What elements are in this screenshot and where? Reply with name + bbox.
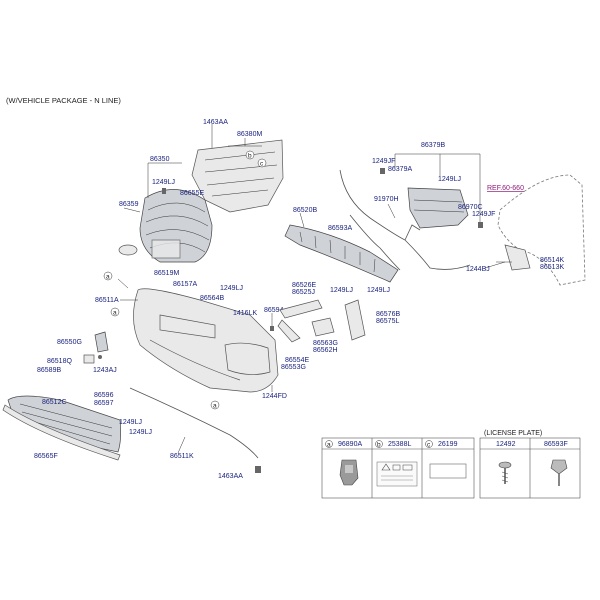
grille-cover-86380M xyxy=(191,124,284,213)
label-1463AA-bot: 1463AA xyxy=(218,473,243,480)
svg-text:c: c xyxy=(260,161,264,168)
label-1249JF-b: 1249JF xyxy=(472,211,495,218)
svg-text:b: b xyxy=(377,442,381,449)
label-86518Q: 86518Q xyxy=(47,358,72,365)
label-86594: 86594 xyxy=(264,307,284,314)
label-86597: 86597 xyxy=(94,400,114,407)
label-1249LJ-d: 1249LJ xyxy=(129,429,152,436)
label-86511K: 86511K xyxy=(170,453,194,460)
label-86565F: 86565F xyxy=(34,453,58,460)
label-86554E: 86554E xyxy=(285,357,309,364)
label-1249LJ-b: 1249LJ xyxy=(220,285,243,292)
label-86157A: 86157A xyxy=(173,281,197,288)
license-plate-title: (LICENSE PLATE) xyxy=(484,430,542,437)
label-86525J: 86525J xyxy=(292,289,315,296)
lower-grille-86512C xyxy=(2,395,122,461)
legend-part-26199: 26199 xyxy=(438,441,458,448)
label-1416LK: 1416LK xyxy=(233,310,257,317)
label-86564B: 86564B xyxy=(200,295,224,302)
svg-text:a: a xyxy=(106,274,110,281)
clip-1249LJ-a xyxy=(162,188,166,194)
tape-26199-icon xyxy=(429,463,467,479)
label-86514K: 86514K xyxy=(540,257,564,264)
label-86563G: 86563G xyxy=(313,340,338,347)
label-1243AJ: 1243AJ xyxy=(93,367,117,374)
hardware-legend-table: a 96890A b 25388L c 26199 xyxy=(321,437,475,499)
bracket-86576B xyxy=(344,299,366,341)
label-86519M: 86519M xyxy=(154,270,179,277)
license-plate-table: 12492 86593F xyxy=(479,437,581,499)
lower-lip-86511K xyxy=(129,387,261,473)
label-86379A: 86379A xyxy=(388,166,412,173)
label-86655E: 86655E xyxy=(180,190,204,197)
svg-text:b: b xyxy=(248,153,252,160)
legend-part-25388L: 25388L xyxy=(388,441,411,448)
callout-b-top: b xyxy=(245,150,255,160)
license-part-12492: 12492 xyxy=(496,441,516,448)
svg-text:a: a xyxy=(113,310,117,317)
label-86520B: 86520B xyxy=(293,207,317,214)
svg-text:a: a xyxy=(327,442,331,449)
label-sticker-25388L-icon xyxy=(376,461,418,487)
label-1249LJ-a: 1249LJ xyxy=(152,179,175,186)
label-ref-60-660[interactable]: REF.60-660 xyxy=(487,185,524,192)
bracket-86563G xyxy=(311,317,335,337)
license-part-86593F: 86593F xyxy=(544,441,568,448)
wiring-harness-91970H xyxy=(339,169,471,271)
screw-86594 xyxy=(270,313,274,331)
diagram-caption: (W/VEHICLE PACKAGE - N LINE) xyxy=(6,96,121,105)
label-86511A: 86511A xyxy=(95,297,119,304)
label-1249LJ-e: 1249LJ xyxy=(330,287,353,294)
label-86593A: 86593A xyxy=(328,225,352,232)
clip-96890A-icon xyxy=(339,459,359,486)
label-1244FD: 1244FD xyxy=(262,393,287,400)
label-86550G: 86550G xyxy=(57,339,82,346)
label-1244BJ: 1244BJ xyxy=(466,266,490,273)
label-1249LJ-c: 1249LJ xyxy=(119,419,142,426)
label-86359: 86359 xyxy=(119,201,139,208)
label-86576B: 86576B xyxy=(376,311,400,318)
bracket-86550G xyxy=(83,331,109,364)
label-86589B: 86589B xyxy=(37,367,61,374)
svg-text:c: c xyxy=(427,442,431,449)
label-86379B: 86379B xyxy=(421,142,445,149)
svg-text:a: a xyxy=(213,403,217,410)
label-91970H: 91970H xyxy=(374,196,399,203)
label-1463AA-top: 1463AA xyxy=(203,119,228,126)
label-1249LJ-f: 1249LJ xyxy=(367,287,390,294)
radiator-grille-86350 xyxy=(118,162,213,263)
callout-a-1: a xyxy=(103,271,113,281)
callout-c-top: c xyxy=(257,158,267,168)
callout-a-3: a xyxy=(210,400,220,410)
screw-12492-icon xyxy=(498,461,512,484)
callout-a-2: a xyxy=(110,307,120,317)
label-86596: 86596 xyxy=(94,392,114,399)
label-86513K: 86513K xyxy=(540,264,564,271)
label-86526E: 86526E xyxy=(292,282,316,289)
label-86562H: 86562H xyxy=(313,347,338,354)
sensor-bracket-86379B xyxy=(380,153,483,229)
label-86575L: 86575L xyxy=(376,318,399,325)
bracket-86526E xyxy=(277,299,323,343)
nut-86593F-icon xyxy=(550,459,568,486)
label-86512C: 86512C xyxy=(42,399,67,406)
label-86970C: 86970C xyxy=(458,204,483,211)
energy-absorber-86520B xyxy=(284,212,399,283)
label-86380M: 86380M xyxy=(237,131,262,138)
label-1249JF-a: 1249JF xyxy=(372,158,395,165)
fender-reference xyxy=(484,174,586,286)
front-bumper-cover-86511A xyxy=(117,278,279,393)
label-1249LJ-g: 1249LJ xyxy=(438,176,461,183)
legend-part-96890A: 96890A xyxy=(338,441,362,448)
label-86553G: 86553G xyxy=(281,364,306,371)
label-86350: 86350 xyxy=(150,156,170,163)
